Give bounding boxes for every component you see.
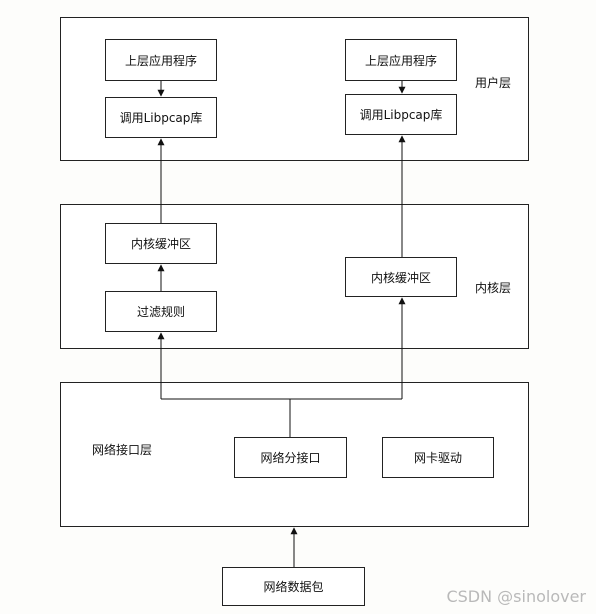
right-kernel-buffer-box: 内核缓冲区	[345, 257, 457, 297]
left-upper-app-box: 上层应用程序	[105, 39, 217, 81]
filter-rules-box: 过滤规则	[105, 291, 217, 332]
right-libpcap-box: 调用Libpcap库	[345, 94, 457, 135]
right-upper-app-box: 上层应用程序	[345, 39, 457, 81]
network-packet-box: 网络数据包	[222, 567, 365, 606]
network-branch-box: 网络分接口	[234, 437, 347, 478]
user-layer-label: 用户层	[475, 76, 512, 90]
network-interface-layer-label: 网络接口层	[92, 443, 153, 457]
watermark: CSDN @sinolover	[446, 587, 586, 606]
nic-driver-box: 网卡驱动	[382, 437, 494, 478]
left-libpcap-box: 调用Libpcap库	[105, 97, 217, 138]
kernel-layer-label: 内核层	[475, 281, 512, 295]
left-kernel-buffer-box: 内核缓冲区	[105, 223, 217, 264]
